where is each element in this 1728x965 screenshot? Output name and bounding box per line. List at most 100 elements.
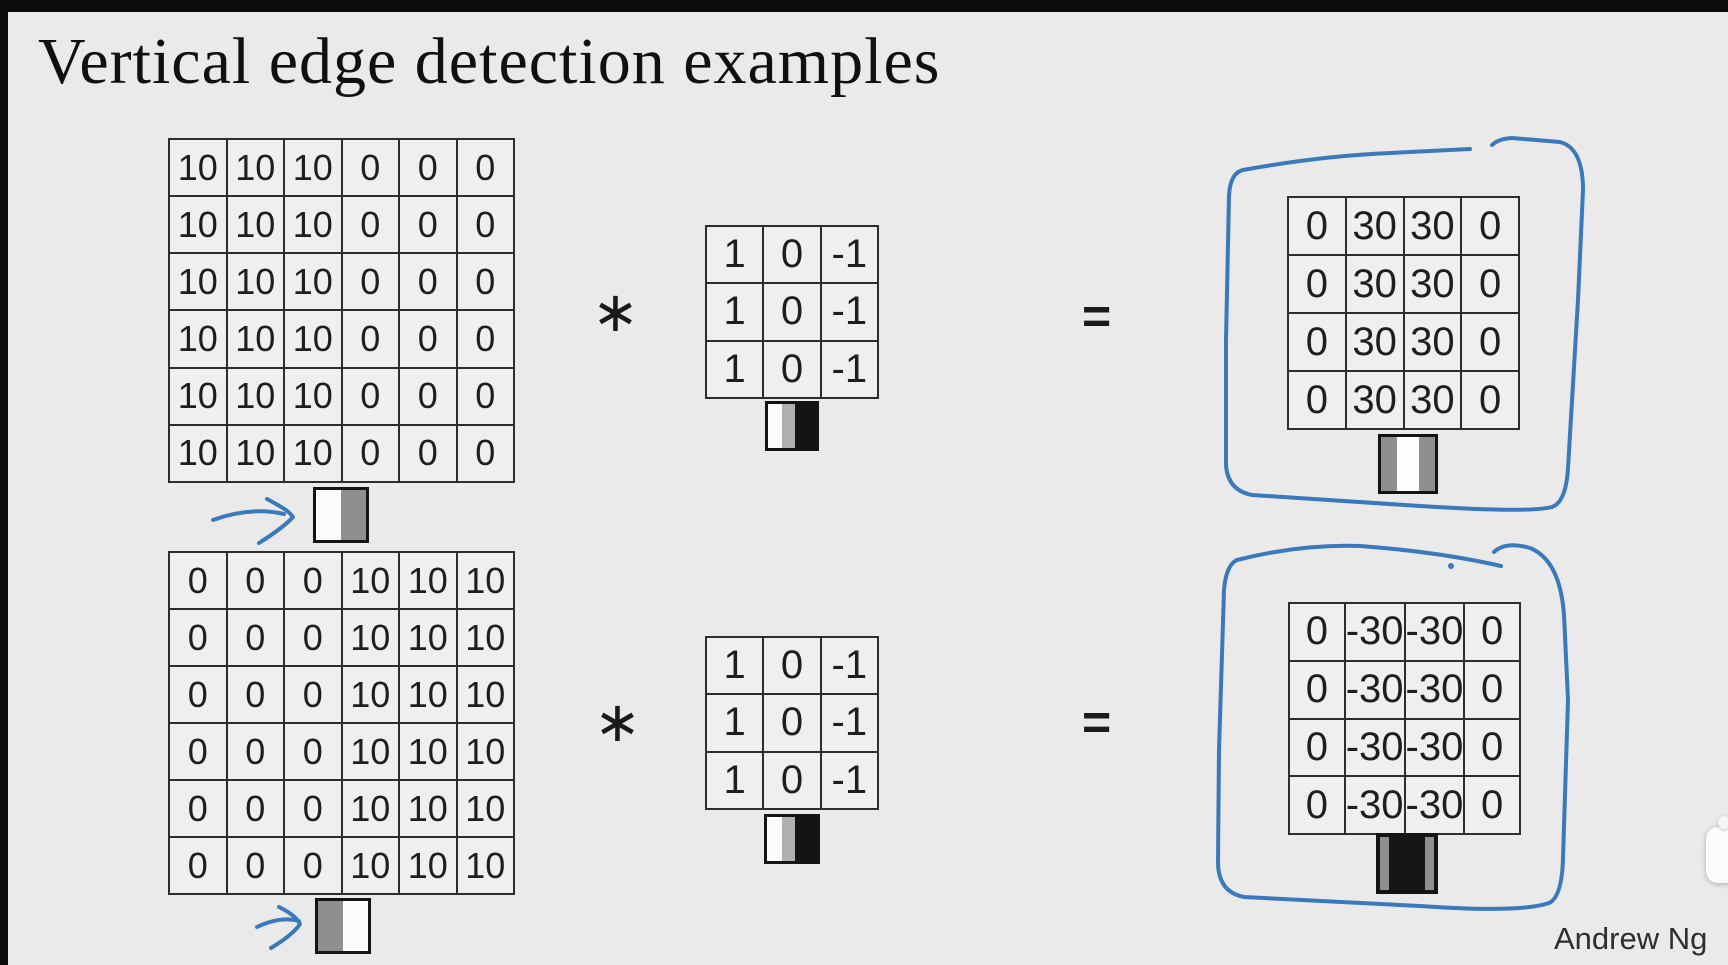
matrix-cell: -30 (1404, 603, 1465, 661)
matrix-cell: -1 (820, 226, 878, 284)
matrix-cell: 0 (284, 666, 342, 723)
matrix-cell: 10 (226, 139, 284, 197)
matrix-cell: 30 (1345, 313, 1404, 371)
matrix-cell: 0 (1464, 718, 1520, 777)
matrix-cell: 10 (226, 196, 284, 254)
thumbnail-stripe (782, 404, 796, 448)
floating-widget[interactable] (1706, 827, 1728, 883)
matrix-cell: 0 (169, 780, 227, 837)
matrix-cell: 0 (399, 196, 457, 254)
matrix-cell: 0 (1289, 718, 1345, 777)
blue-arrow-bottom-icon (269, 905, 302, 950)
matrix-cell: 0 (1288, 197, 1346, 255)
matrix-cell: 0 (341, 424, 399, 482)
matrix-cell: 0 (341, 196, 399, 254)
thumbnail-stripe (1397, 437, 1419, 491)
matrix-cell: 0 (226, 837, 284, 894)
matrix-cell: 0 (1461, 255, 1519, 313)
matrix-cell: 0 (1289, 603, 1345, 661)
matrix-cell: -30 (1404, 776, 1465, 834)
matrix-cell: 10 (226, 424, 284, 482)
matrix-cell: 10 (456, 723, 514, 780)
matrix-cell: 0 (456, 310, 514, 368)
matrix-cell: 0 (284, 723, 342, 780)
matrix-cell: 0 (1464, 603, 1520, 661)
matrix-cell: -30 (1404, 718, 1465, 777)
matrix-cell: 0 (456, 196, 514, 254)
matrix-cell: 0 (763, 751, 821, 809)
blue-ink-dot (1448, 563, 1454, 569)
matrix-cell: 10 (169, 196, 227, 254)
matrix-cell: 0 (226, 723, 284, 780)
matrix-cell: 30 (1403, 371, 1462, 429)
matrix-cell: 30 (1345, 197, 1404, 255)
vertical-edge-filter-icon (765, 401, 819, 451)
matrix-cell: 1 (706, 751, 764, 809)
matrix-cell: 0 (226, 609, 284, 666)
thumbnail-stripe (767, 817, 782, 861)
light-to-dark-image-icon (313, 487, 369, 543)
matrix-cell: 0 (763, 340, 821, 398)
matrix-cell: 0 (763, 637, 821, 695)
matrix-cell: 10 (169, 424, 227, 482)
matrix-cell: 10 (341, 780, 399, 837)
matrix-cell: 10 (341, 837, 399, 894)
dark-to-light-image-icon (315, 898, 371, 954)
matrix-cell: 0 (1288, 255, 1346, 313)
matrix-cell: 10 (399, 723, 457, 780)
matrix-cell: 1 (706, 283, 764, 341)
matrix-cell: 0 (1288, 313, 1346, 371)
detected-dark-edge-icon (1376, 833, 1438, 894)
matrix-cell: 0 (456, 253, 514, 311)
matrix-cell: 10 (284, 196, 342, 254)
matrix-cell: -1 (820, 694, 878, 752)
matrix-cell: 30 (1403, 197, 1462, 255)
vertical-edge-filter-icon (764, 814, 820, 864)
matrix-cell: -30 (1344, 718, 1405, 777)
matrix-cell: 30 (1403, 313, 1462, 371)
blue-arrow-top-icon (211, 509, 286, 522)
matrix-cell: 10 (226, 310, 284, 368)
matrix-cell: 30 (1345, 255, 1404, 313)
matrix-cell: 0 (399, 310, 457, 368)
floating-widget-knob[interactable] (1718, 816, 1728, 829)
matrix-cell: 0 (399, 367, 457, 425)
matrix-cell: 0 (456, 139, 514, 197)
matrix-cell: 10 (341, 723, 399, 780)
matrix-cell: 0 (763, 226, 821, 284)
matrix-cell: 0 (399, 424, 457, 482)
thumbnail-stripe (316, 490, 341, 540)
thumbnail-stripe (768, 404, 783, 448)
matrix-cell: 0 (1288, 371, 1346, 429)
detected-bright-edge-icon (1378, 434, 1438, 494)
thumbnail-stripe (1418, 437, 1435, 491)
matrix-cell: 1 (706, 637, 764, 695)
matrix-cell: 0 (1461, 197, 1519, 255)
matrix-cell: 0 (1289, 660, 1345, 719)
thumbnail-stripe (1381, 437, 1398, 491)
matrix-cell: 30 (1345, 371, 1404, 429)
matrix-cell: 10 (399, 552, 457, 609)
screen-left-edge (0, 0, 8, 965)
matrix-cell: 0 (284, 552, 342, 609)
thumbnail-stripe (1425, 837, 1434, 890)
matrix-cell: -1 (820, 751, 878, 809)
matrix-cell: 0 (169, 666, 227, 723)
matrix-cell: 10 (284, 310, 342, 368)
matrix-cell: 10 (284, 367, 342, 425)
matrix-cell: 10 (399, 666, 457, 723)
matrix-cell: 0 (284, 837, 342, 894)
screen-top-edge (0, 0, 1728, 12)
matrix-cell: 0 (284, 609, 342, 666)
matrix-cell: 1 (706, 226, 764, 284)
matrix-cell: 0 (341, 310, 399, 368)
matrix-cell: -1 (820, 637, 878, 695)
matrix-cell: 10 (284, 424, 342, 482)
matrix-cell: 0 (169, 837, 227, 894)
blue-circle-bottom (1235, 543, 1503, 568)
matrix-cell: -30 (1344, 660, 1405, 719)
matrix-cell: 10 (169, 253, 227, 311)
